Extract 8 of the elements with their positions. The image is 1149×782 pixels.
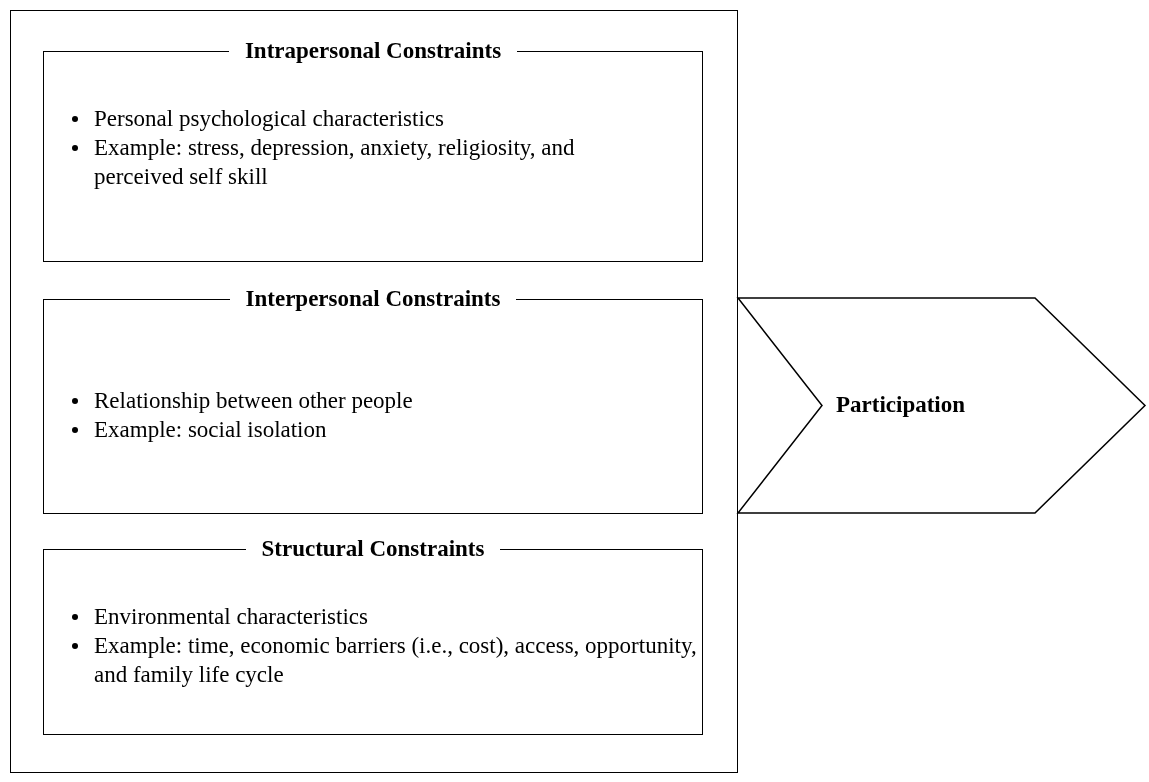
bullet-text: Example: stress, depression, anxiety, religiosity, and perceived self skill <box>94 135 575 189</box>
bullet-text: Example: social isolation <box>94 417 327 442</box>
bullet-text: Personal psychological characteristics <box>94 106 444 131</box>
bullet-text: Relationship between other people <box>94 388 413 413</box>
node-label: Participation <box>836 391 966 418</box>
outer-frame <box>10 10 738 773</box>
bullet-text: Example: time, economic barriers (i.e., cost), access, opportunity, and family life cycle <box>94 633 697 687</box>
bullet-text: Environmental characteristics <box>94 604 368 629</box>
